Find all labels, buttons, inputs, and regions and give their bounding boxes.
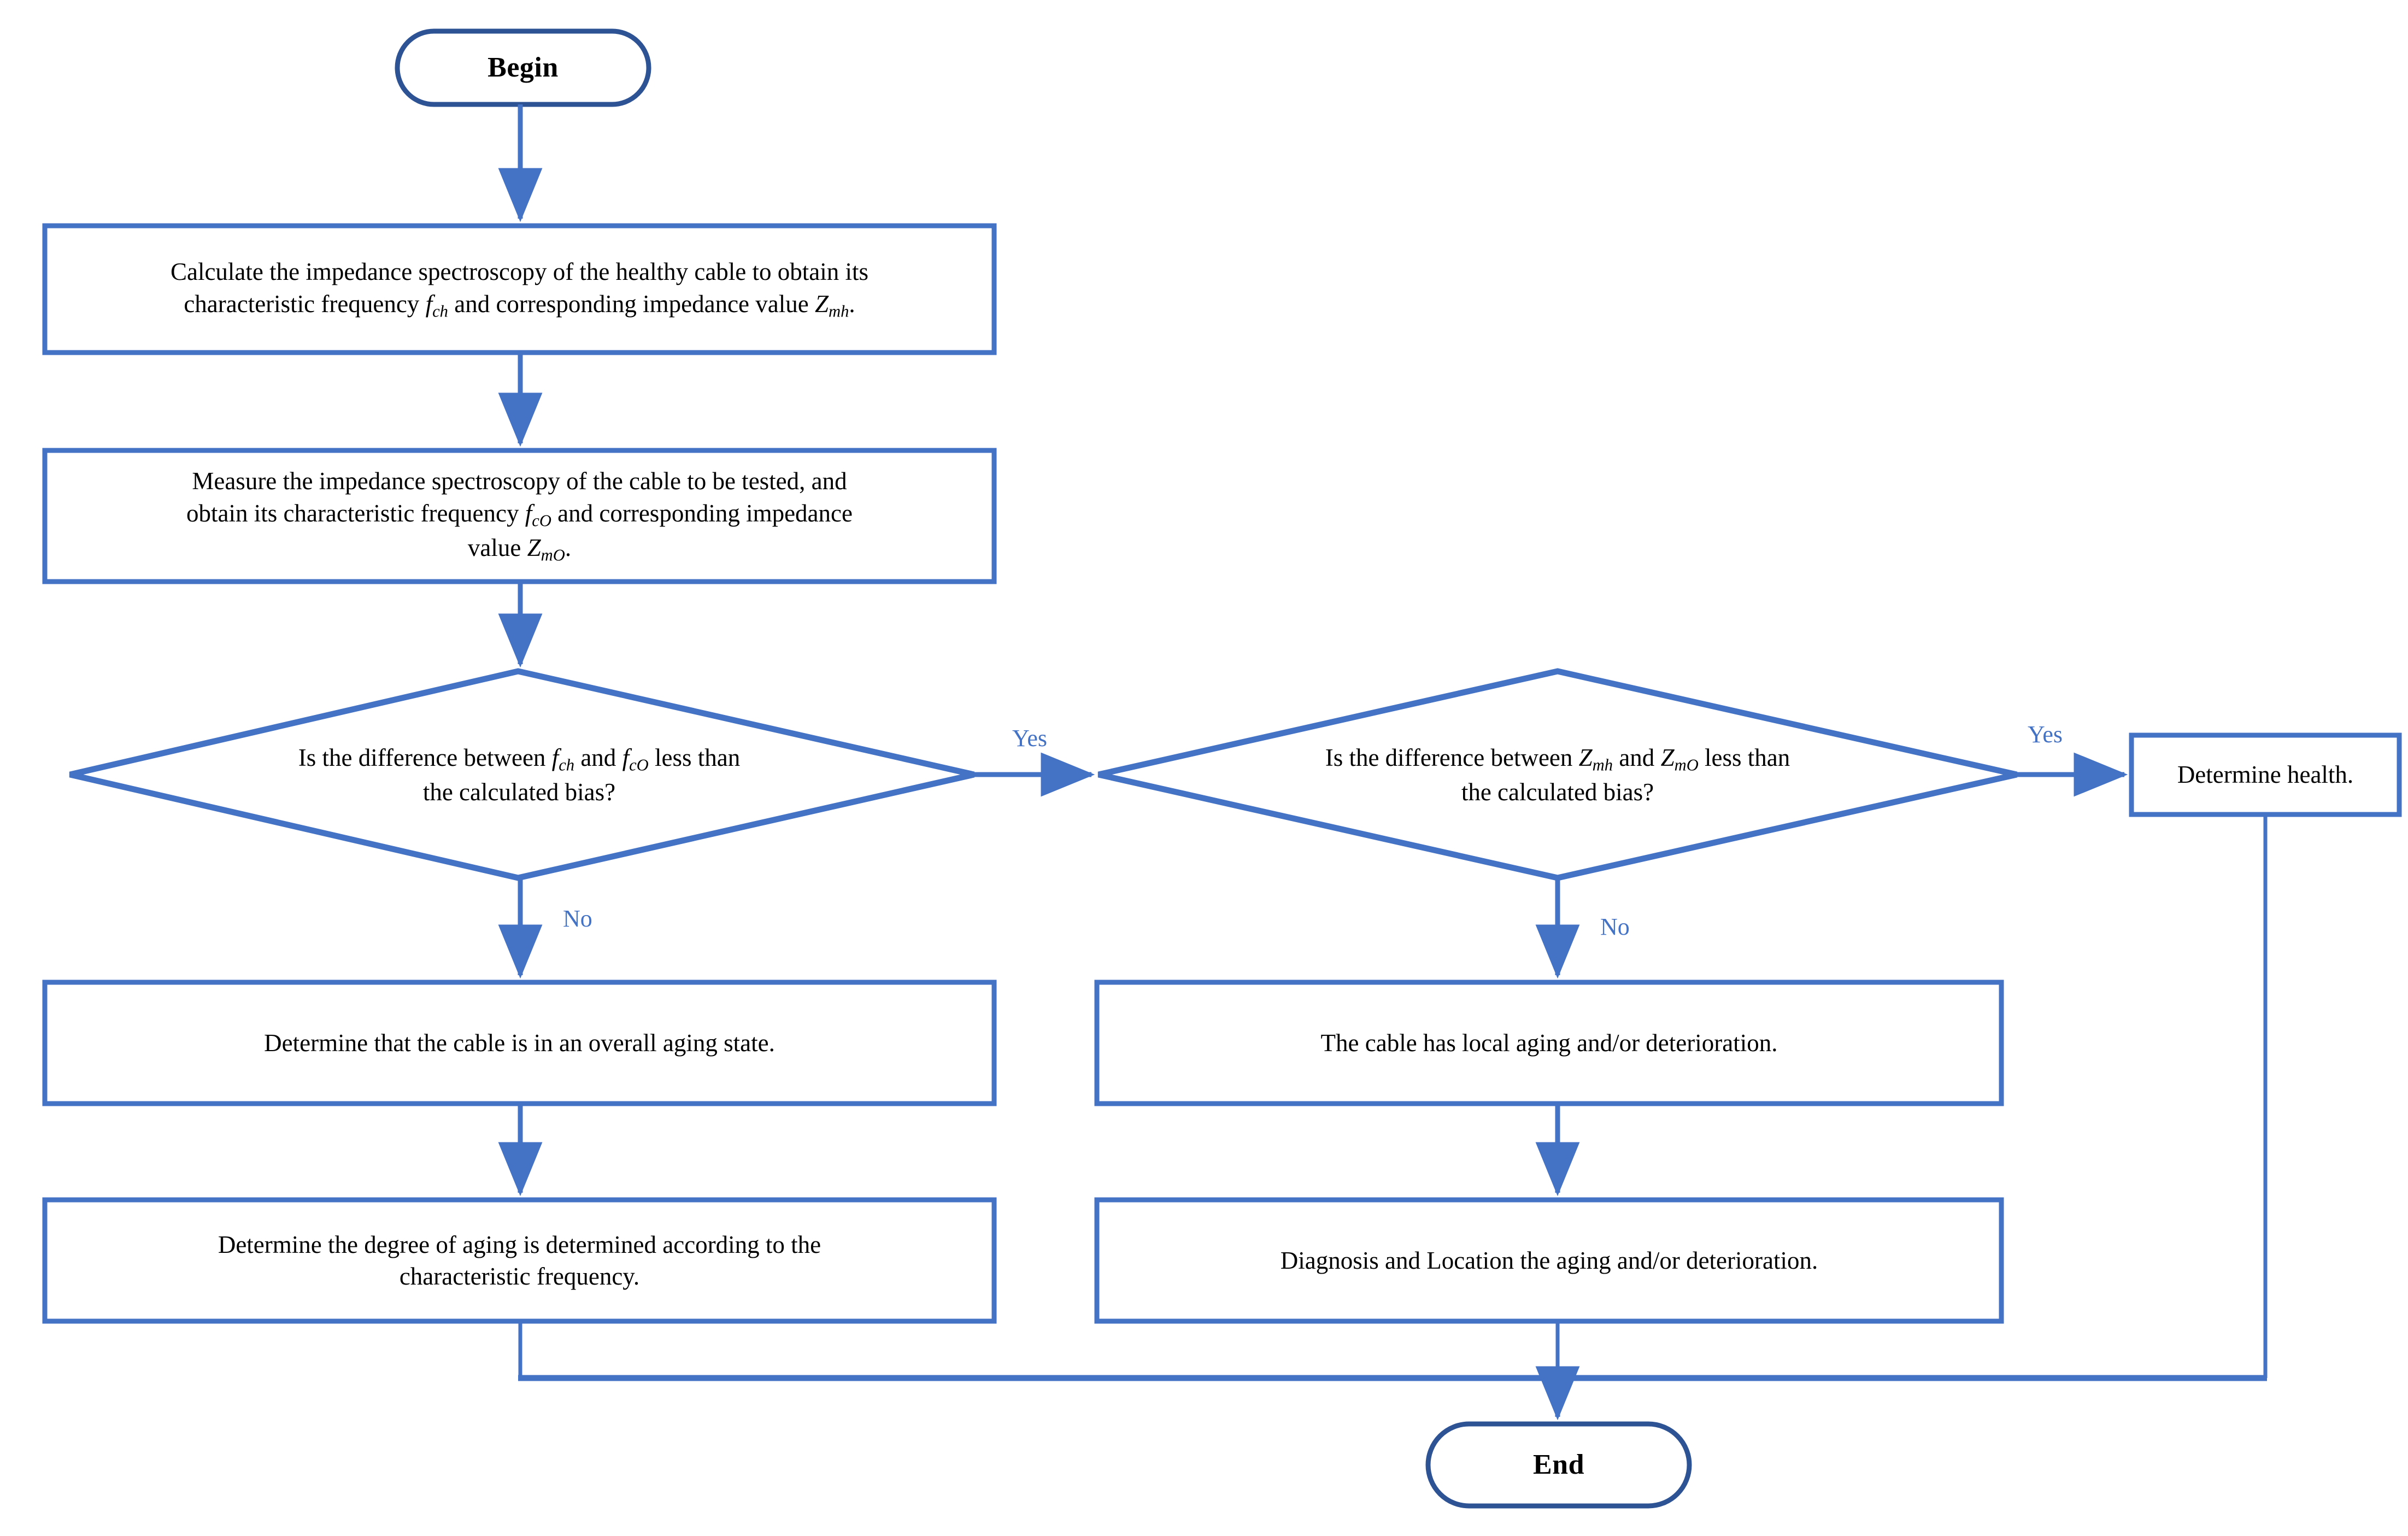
shape-decision-frequency[interactable] <box>69 668 975 881</box>
shape-begin[interactable] <box>395 28 651 107</box>
shape-measure-tested[interactable] <box>42 448 997 584</box>
shape-end[interactable] <box>1425 1421 1692 1509</box>
shape-degree-aging[interactable] <box>42 1197 997 1324</box>
shape-determine-health[interactable] <box>2129 732 2402 817</box>
shape-decision-impedance[interactable] <box>1097 668 2018 881</box>
shape-overall-aging[interactable] <box>42 980 997 1106</box>
shape-local-aging[interactable] <box>1094 980 2004 1106</box>
shape-calc-healthy[interactable] <box>42 223 997 355</box>
shape-diagnosis-location[interactable] <box>1094 1197 2004 1324</box>
